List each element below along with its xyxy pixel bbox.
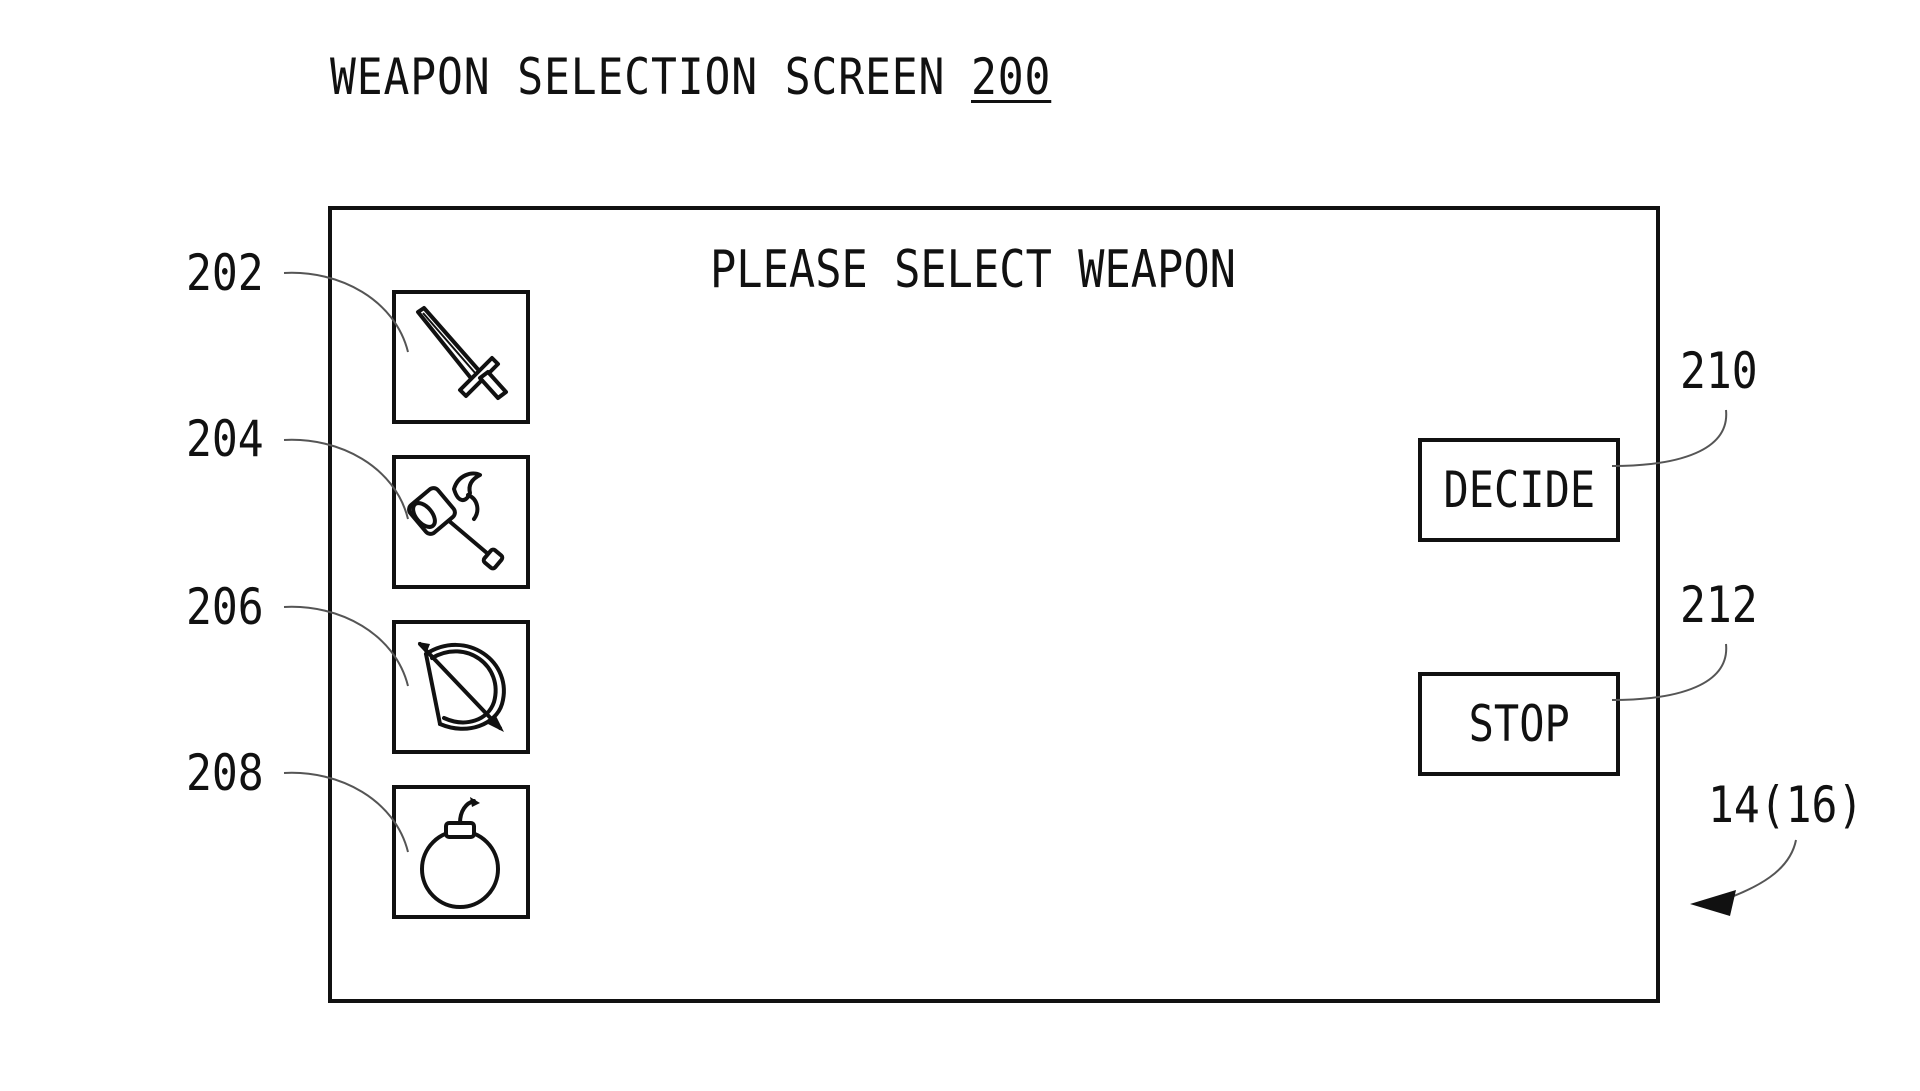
stop-button[interactable]: STOP bbox=[1418, 672, 1620, 776]
weapon-button-bomb[interactable] bbox=[392, 785, 530, 919]
figure-title: WEAPON SELECTION SCREEN 200 bbox=[330, 48, 1051, 106]
ref-label-bow: 206 bbox=[186, 578, 264, 636]
stop-button-label: STOP bbox=[1468, 695, 1570, 753]
figure-title-ref: 200 bbox=[971, 48, 1052, 106]
ref-label-bomb: 208 bbox=[186, 744, 264, 802]
bow-and-arrow-icon bbox=[418, 642, 506, 732]
ref-label-hammer: 204 bbox=[186, 410, 264, 468]
leader-line-device bbox=[1711, 839, 1797, 905]
decide-button-label: DECIDE bbox=[1443, 461, 1595, 519]
bomb-icon bbox=[420, 797, 500, 909]
ref-label-stop: 212 bbox=[1680, 576, 1758, 634]
ref-label-decide: 210 bbox=[1680, 342, 1758, 400]
device-arrowhead bbox=[1690, 890, 1736, 916]
weapon-selection-screen bbox=[328, 206, 1660, 1003]
weapon-button-bow[interactable] bbox=[392, 620, 530, 754]
decide-button[interactable]: DECIDE bbox=[1418, 438, 1620, 542]
weapon-button-sword[interactable] bbox=[392, 290, 530, 424]
ref-label-sword: 202 bbox=[186, 244, 264, 302]
hammer-icon bbox=[407, 471, 505, 571]
select-weapon-prompt: PLEASE SELECT WEAPON bbox=[710, 240, 1236, 300]
ref-label-device: 14(16) bbox=[1708, 776, 1864, 834]
figure-title-text: WEAPON SELECTION SCREEN bbox=[330, 48, 946, 106]
sword-icon bbox=[416, 306, 508, 400]
weapon-button-hammer[interactable] bbox=[392, 455, 530, 589]
